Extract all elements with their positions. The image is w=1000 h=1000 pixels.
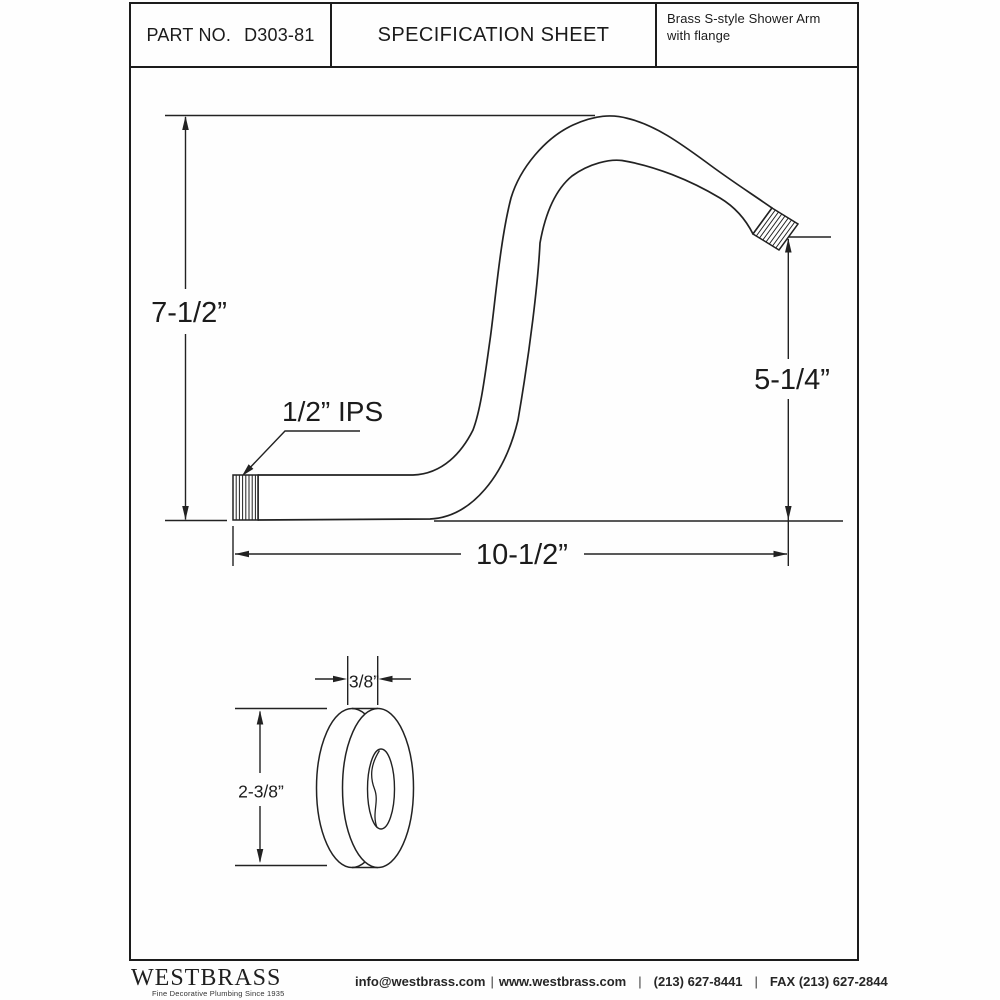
arrow-left-length [235, 550, 249, 558]
dimension-labels: 7-1/2” 5-1/4” 10-1/2” 1/2” IPS 3/8” 2-3/… [151, 297, 830, 802]
sheet-title-cell: SPECIFICATION SHEET [332, 4, 657, 66]
dim-line-overall-length [232, 526, 787, 566]
contact-email: info@westbrass.com [355, 974, 486, 989]
label-outlet-drop: 5-1/4” [754, 364, 830, 396]
label-overall-length: 10-1/2” [476, 539, 568, 571]
flange-center-hole [366, 748, 396, 830]
arrow-down-height [182, 506, 189, 520]
dim-line-flange-thickness [315, 656, 411, 705]
contact-phone: (213) 627-8441 [653, 974, 743, 989]
part-number-label: PART NO. [146, 24, 232, 45]
outlet-thread-hatch [751, 206, 800, 252]
arrow-right-flange-thickness [333, 675, 347, 683]
arrow-up-height [182, 116, 189, 130]
arrow-leader-thread [242, 464, 254, 476]
flange-hole-break-line [370, 750, 381, 828]
arrow-up-drop [785, 238, 792, 253]
footer: WESTBRASS Fine Decorative Plumbing Since… [0, 961, 1000, 1000]
arrow-down-flange-diameter [256, 849, 264, 863]
arrow-right-length [773, 550, 788, 558]
contact-website: www.westbrass.com [498, 974, 627, 989]
label-thread-size: 1/2” IPS [282, 396, 383, 427]
label-overall-height: 7-1/2” [151, 297, 227, 329]
label-flange-diameter: 2-3/8” [238, 782, 284, 802]
separator: | [754, 974, 758, 989]
arrow-left-flange-thickness [378, 675, 393, 683]
shower-arm [232, 115, 800, 521]
flange-detail [315, 707, 415, 869]
part-number-value: D303-81 [244, 24, 315, 45]
spec-sheet-page: PART NO. D303-81 SPECIFICATION SHEET Bra… [129, 2, 859, 961]
dim-line-flange-diameter [235, 707, 327, 867]
title-block: PART NO. D303-81 SPECIFICATION SHEET Bra… [131, 4, 857, 68]
brand-logo: WESTBRASS [131, 965, 282, 991]
dimension-lines [165, 114, 843, 867]
product-description: Brass S-style Shower Arm with flange [667, 11, 821, 43]
arrow-up-flange-diameter [256, 710, 264, 725]
sheet-title: SPECIFICATION SHEET [377, 23, 610, 46]
label-flange-thickness: 3/8” [349, 672, 379, 692]
shower-arm-body [257, 115, 773, 521]
leader-line-thread [242, 430, 360, 475]
separator: | [638, 974, 642, 989]
contact-line: info@westbrass.com | www.westbrass.com | (21… [355, 974, 888, 989]
part-number-cell: PART NO. D303-81 [131, 4, 332, 66]
separator: | [490, 974, 494, 989]
arrow-down-drop [785, 506, 792, 520]
inlet-thread-hatch [232, 474, 259, 521]
product-description-cell: Brass S-style Shower Arm with flange [657, 4, 857, 66]
contact-fax: FAX (213) 627-2844 [769, 974, 888, 989]
brand-tagline: Fine Decorative Plumbing Since 1935 [152, 989, 285, 998]
dimension-arrowheads [182, 116, 792, 863]
